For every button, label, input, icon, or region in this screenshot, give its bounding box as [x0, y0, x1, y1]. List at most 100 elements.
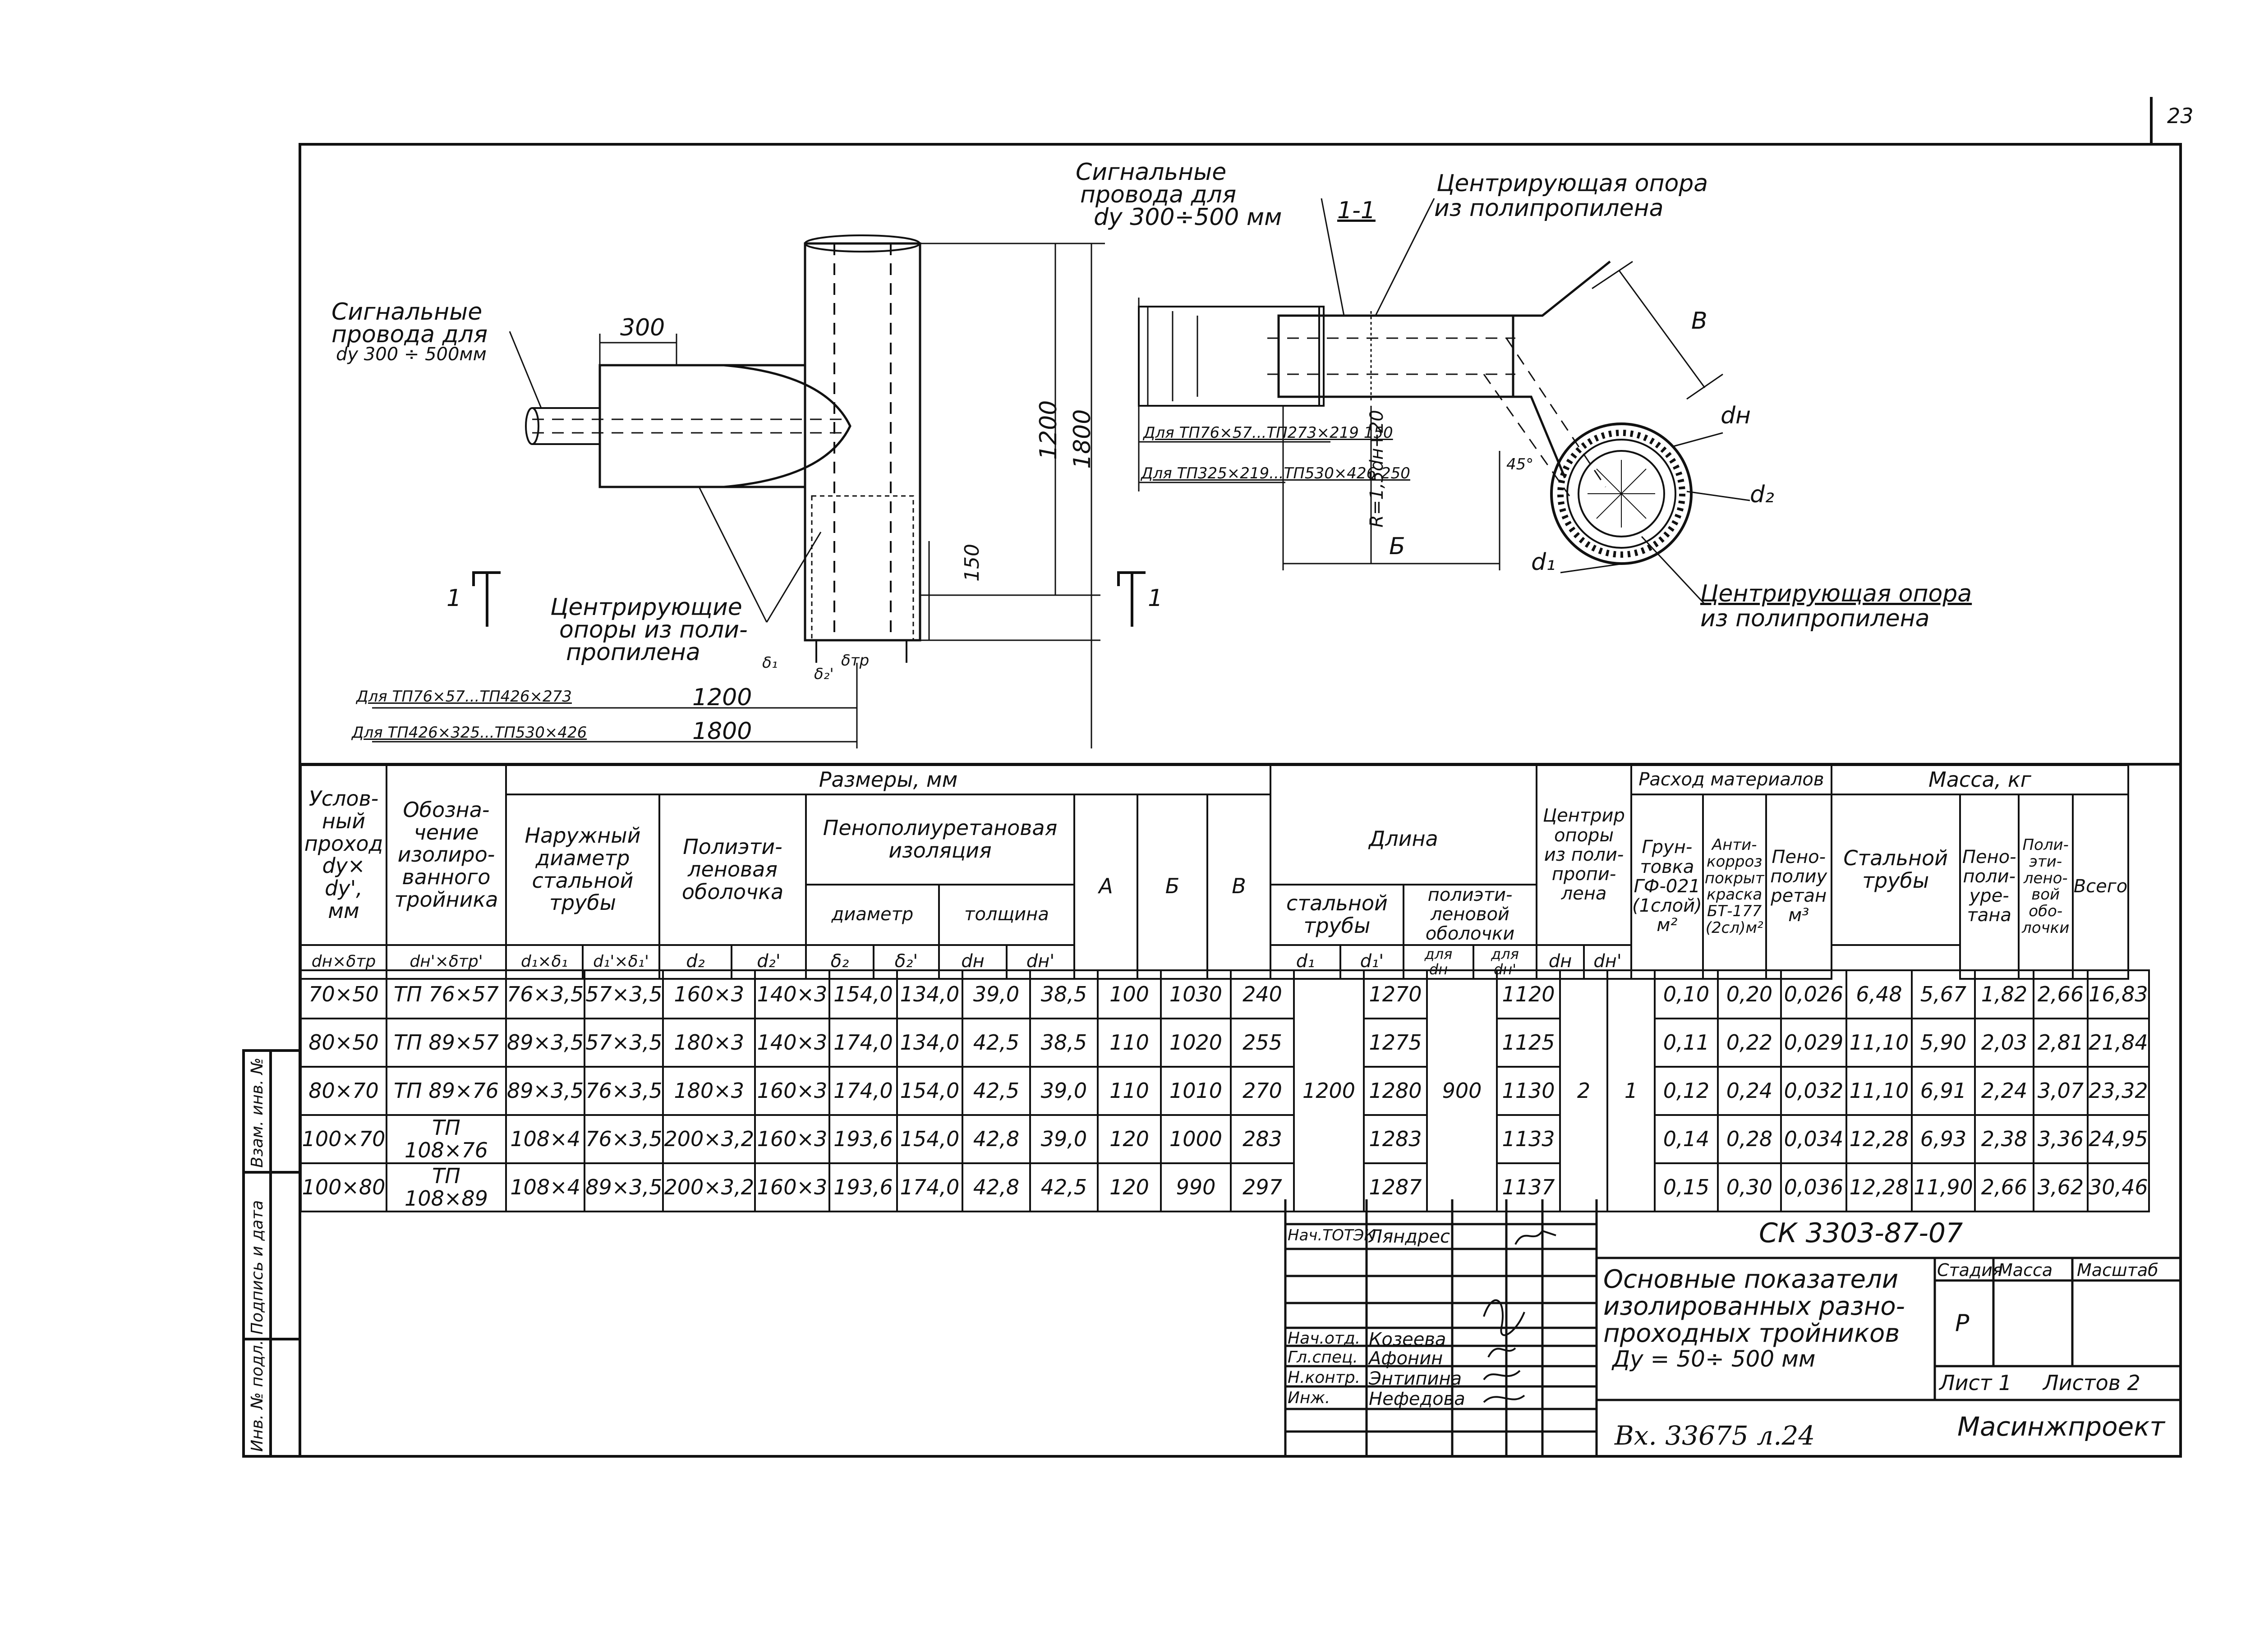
inventory-stamp: Вх. 33675 л.24: [1615, 1420, 1815, 1451]
table-cell: 23,32: [2086, 1066, 2150, 1116]
table-cell: 0,029: [1780, 1018, 1847, 1068]
side-label-signature-date: Подпись и дата: [248, 1200, 267, 1335]
col-a-header: А: [1073, 794, 1138, 980]
table-cell: 3,62: [2032, 1162, 2089, 1212]
table-cell: 160×3: [754, 1114, 830, 1164]
label-d1: d₁: [1531, 549, 1555, 576]
table-cell: 2,38: [1974, 1114, 2034, 1164]
signer-name-0: Ляндрес: [1369, 1226, 1450, 1247]
table-cell: 16,83: [2086, 969, 2150, 1019]
table-cell: 0,14: [1653, 1114, 1719, 1164]
table-cell: 0,032: [1780, 1066, 1847, 1116]
table-cell: 42,5: [961, 1066, 1031, 1116]
table-cell: 160×3: [754, 1162, 830, 1212]
table-cell: 70×50: [300, 969, 387, 1019]
signer-role-1: Нач.отд.: [1288, 1329, 1361, 1348]
title-line-3: проходных тройников: [1603, 1319, 1900, 1348]
table-cell: 39,0: [1029, 1066, 1099, 1116]
sheet-label: Лист 1: [1939, 1371, 2012, 1395]
table-cell: 39,0: [961, 969, 1031, 1019]
label-b: Б: [1389, 533, 1405, 560]
table-cell: 80×70: [300, 1066, 387, 1116]
label-v: В: [1691, 307, 1707, 335]
stage-header: Стадия: [1937, 1260, 2003, 1280]
signal-wires-top-1: Сигнальные: [1076, 159, 1227, 186]
signer-name-3: Энтипина: [1369, 1368, 1462, 1389]
section-mark: 1-1: [1337, 197, 1376, 224]
table-cell: 11,10: [1845, 1066, 1913, 1116]
table-cell: 0,026: [1780, 969, 1847, 1019]
table-cell: 180×3: [662, 1018, 756, 1068]
signer-role-0: Нач.ТОТЭК: [1288, 1226, 1375, 1244]
materials-header: Расход материалов: [1630, 764, 1832, 795]
table-cell: 0,22: [1717, 1018, 1782, 1068]
table-cell: 270: [1229, 1066, 1295, 1116]
table-cell: 100×80: [300, 1162, 387, 1212]
col-b-header: Б: [1137, 794, 1208, 980]
centering-supports-1: Центрирующие: [550, 594, 742, 621]
label-dtr: δтр: [841, 652, 870, 670]
dim-1200-vertical: 1200: [1035, 400, 1062, 460]
table-cell: 180×3: [662, 1066, 756, 1116]
table-cell: 3,36: [2032, 1114, 2089, 1164]
table-cell: 0,034: [1780, 1114, 1847, 1164]
signer-role-4: Инж.: [1288, 1389, 1330, 1407]
table-cell: 0,30: [1717, 1162, 1782, 1212]
table-cell: 1,82: [1974, 969, 2034, 1019]
table-cell: 154,0: [896, 1114, 963, 1164]
title-line-2: изолированных разно-: [1603, 1292, 1905, 1321]
table-cell: 76×3,5: [505, 969, 586, 1019]
for-tp76-150: Для ТП76×57...ТП273×219 150: [1143, 424, 1393, 442]
table-cell: 108×4: [505, 1162, 586, 1212]
table-cell: 89×3,5: [505, 1018, 586, 1068]
table-cell: 6,91: [1910, 1066, 1976, 1116]
table-cell: 76×3,5: [584, 1114, 664, 1164]
table-cell: 140×3: [754, 1018, 830, 1068]
table-cell: 1120: [1496, 969, 1561, 1019]
scale-header: Масштаб: [2077, 1260, 2158, 1280]
table-cell: 1020: [1160, 1018, 1232, 1068]
table-cell: 89×3,5: [505, 1066, 586, 1116]
table-cell: 100×70: [300, 1114, 387, 1164]
table-cell: 0,15: [1653, 1162, 1719, 1212]
signer-role-3: Н.контр.: [1288, 1368, 1361, 1387]
table-cell: 200×3,2: [662, 1162, 756, 1212]
table-cell: 1270: [1362, 969, 1428, 1019]
section-left-mark: 1: [446, 585, 462, 612]
table-cell: 1010: [1160, 1066, 1232, 1116]
table-cell: 38,5: [1029, 969, 1099, 1019]
table-cell: 174,0: [828, 1066, 898, 1116]
table-cell: 0,20: [1717, 969, 1782, 1019]
label-dn: dн: [1721, 402, 1751, 429]
table-cell: 0,24: [1717, 1066, 1782, 1116]
table-cell: 30,46: [2086, 1162, 2150, 1212]
table-cell: 42,8: [961, 1114, 1031, 1164]
stage-value: Р: [1955, 1310, 1970, 1337]
table-cell: 6,48: [1845, 969, 1913, 1019]
col-total-header: Всего: [2071, 794, 2130, 980]
table-cell: 134,0: [896, 1018, 963, 1068]
table-cell: 42,8: [961, 1162, 1031, 1212]
table-cell: 57×3,5: [584, 969, 664, 1019]
dim-1200-horizontal: 1200: [692, 684, 752, 711]
col-ppu-mass-header: Пено-поли-уре-тана: [1959, 794, 2020, 980]
table-cell: 39,0: [1029, 1114, 1099, 1164]
table-cell: 1133: [1496, 1114, 1561, 1164]
table-cell: 3,07: [2032, 1066, 2089, 1116]
centering-supports-2: опоры из поли-: [559, 616, 748, 643]
table-cell: 160×3: [754, 1066, 830, 1116]
table-cell: 80×50: [300, 1018, 387, 1068]
table-cell: 108×4: [505, 1114, 586, 1164]
sheets-label: Листов 2: [2043, 1371, 2140, 1395]
table-cell: ТП 108×76: [386, 1114, 507, 1164]
table-cell: 1137: [1496, 1162, 1561, 1212]
